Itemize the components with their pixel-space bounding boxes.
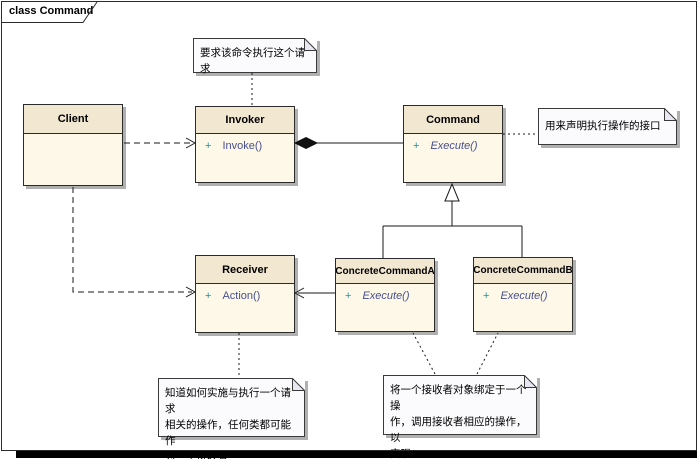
generalization-concrete-commands[interactable]: [382, 182, 523, 258]
composition-diamond-icon: [293, 136, 319, 150]
method-execute: + Execute(): [474, 284, 572, 302]
class-client[interactable]: Client: [23, 104, 123, 186]
note-command[interactable]: 用来声明执行操作的接口: [538, 108, 677, 145]
note-text: 用来声明执行操作的接口: [545, 120, 661, 132]
dependency-client-invoker[interactable]: [124, 137, 197, 149]
note-fold-icon: [664, 108, 677, 121]
note-text: 将一个接收者对象绑定于一个操 作，调用接收者相应的操作，以 实现Execute: [390, 384, 527, 459]
class-invoker[interactable]: Invoker + Invoke(): [195, 106, 295, 183]
method-name: Execute(): [500, 290, 548, 302]
association-concrete-a-receiver[interactable]: [293, 287, 335, 299]
class-command-name: Command: [404, 106, 502, 134]
method-invoke: + Invoke(): [196, 134, 294, 152]
note-text: 知道如何实施与执行一个请求 相关的操作，任何类都可能作 为一个接收者: [165, 387, 291, 459]
composition-invoker-command[interactable]: [293, 136, 403, 150]
class-receiver-name: Receiver: [196, 256, 294, 284]
generalization-triangle-icon: [444, 182, 460, 202]
note-fold-icon: [304, 38, 317, 51]
class-concrete-command-b-name: ConcreteCommandB: [474, 258, 572, 284]
class-command[interactable]: Command + Execute(): [403, 105, 503, 183]
method-name: Invoke(): [222, 140, 263, 152]
method-visibility: +: [413, 140, 420, 152]
method-action: + Action(): [196, 284, 294, 302]
method-name: Execute(): [430, 140, 478, 152]
note-concrete-commands[interactable]: 将一个接收者对象绑定于一个操 作，调用接收者相应的操作，以 实现Execute: [383, 375, 537, 459]
class-receiver[interactable]: Receiver + Action(): [195, 255, 295, 333]
class-client-name: Client: [24, 105, 122, 134]
class-invoker-name: Invoker: [196, 107, 294, 134]
class-concrete-command-a[interactable]: ConcreteCommandA + Execute(): [335, 258, 435, 332]
method-visibility: +: [345, 290, 352, 302]
class-concrete-command-b[interactable]: ConcreteCommandB + Execute(): [473, 257, 573, 332]
frame-title: class Command: [9, 5, 94, 17]
method-execute: + Execute(): [336, 284, 434, 302]
method-visibility: +: [483, 290, 490, 302]
method-visibility: +: [205, 290, 212, 302]
method-name: Execute(): [362, 290, 410, 302]
class-concrete-command-a-name: ConcreteCommandA: [336, 259, 434, 284]
note-fold-icon: [292, 378, 305, 391]
method-execute-abstract: + Execute(): [404, 134, 502, 152]
method-visibility: +: [205, 140, 212, 152]
note-receiver[interactable]: 知道如何实施与执行一个请求 相关的操作，任何类都可能作 为一个接收者: [158, 378, 305, 459]
note-fold-icon: [524, 375, 537, 388]
method-name: Action(): [222, 290, 261, 302]
note-text: 要求该命令执行这个请求: [200, 47, 305, 75]
note-invoker[interactable]: 要求该命令执行这个请求: [193, 38, 317, 75]
dependency-client-receiver[interactable]: [72, 187, 197, 298]
